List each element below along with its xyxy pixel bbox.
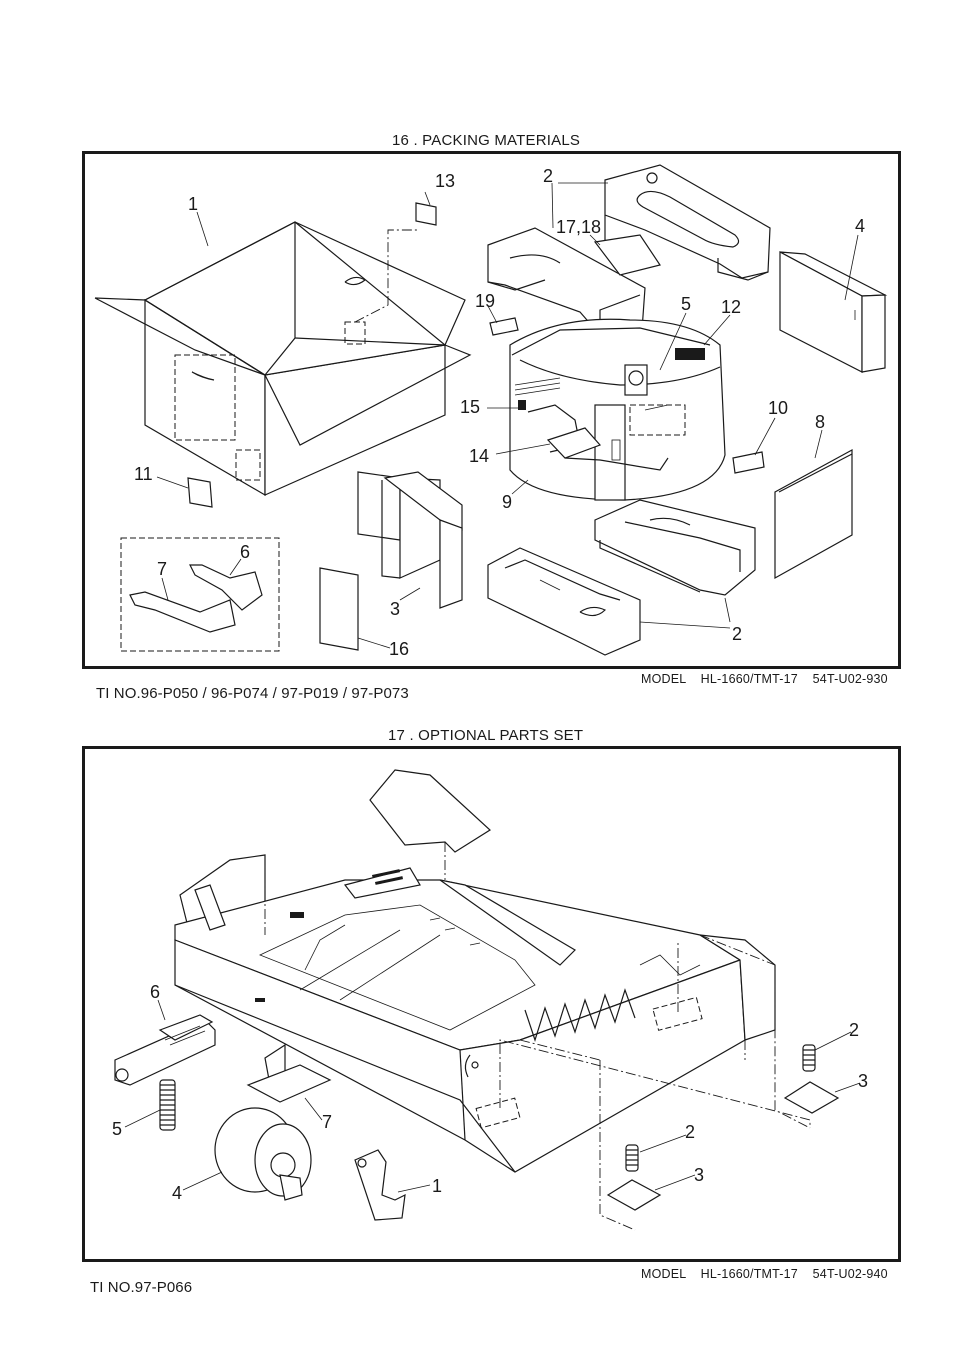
callout-16-15: 15 (460, 397, 480, 417)
callout-16-11: 11 (134, 464, 153, 484)
section-16-leader-lines (156, 182, 859, 649)
cushion-bottom-right (594, 499, 756, 596)
pad-holder-7 (246, 1043, 332, 1103)
callout-16-4: 4 (855, 216, 865, 236)
sheet-16 (319, 567, 359, 651)
pad-3-right (783, 1081, 840, 1114)
bag-sheet-17-18 (593, 234, 661, 276)
label-sheet-10 (732, 451, 765, 474)
callout-17-7: 7 (322, 1112, 332, 1132)
callout-16-16: 16 (389, 639, 409, 659)
callout-16-19: 19 (475, 291, 495, 311)
callout-16-1: 1 (188, 194, 198, 214)
bracket-1 (354, 1149, 406, 1221)
section-17-leader-lines (124, 999, 861, 1193)
pickup-roller-4 (214, 1107, 312, 1201)
callout-16-12: 12 (721, 297, 741, 317)
carton-box (94, 221, 472, 497)
callout-16-2-top: 2 (543, 166, 553, 186)
paper-tray-unit (174, 769, 811, 1231)
callout-17-5: 5 (112, 1119, 122, 1139)
section-16-model-label: MODEL HL-1660/TMT-17 54T-U02-930 (641, 672, 888, 686)
section-17-ti-number: TI NO.97-P066 (90, 1279, 193, 1296)
sleeve-box-4 (779, 250, 888, 373)
section-17-model-label: MODEL HL-1660/TMT-17 54T-U02-940 (641, 1267, 888, 1281)
divider-3 (357, 471, 463, 609)
spring-2-right (802, 1044, 816, 1072)
callout-17-3-right: 3 (858, 1071, 868, 1091)
callout-16-5: 5 (681, 294, 691, 314)
pad-3-left (606, 1179, 662, 1211)
callout-16-6: 6 (240, 542, 250, 562)
cushion-bottom-left (487, 547, 641, 656)
accessory-group (120, 537, 280, 652)
section-17-title: 17 . OPTIONAL PARTS SET (388, 727, 584, 744)
callout-16-10: 10 (768, 398, 788, 418)
callout-16-7: 7 (157, 559, 167, 579)
tray-lever-6 (114, 1014, 216, 1086)
section-17-callouts: 1 2 2 3 3 4 5 6 7 (112, 982, 868, 1203)
spring-5 (159, 1079, 176, 1131)
callout-17-6: 6 (150, 982, 160, 1002)
callout-16-3: 3 (390, 599, 400, 619)
label-sheet-13 (415, 202, 437, 226)
callout-17-3-bottom: 3 (694, 1165, 704, 1185)
printer-in-bag (509, 318, 726, 501)
spring-2-left (625, 1144, 639, 1172)
callout-16-2-bottom: 2 (732, 624, 742, 644)
callout-16-9: 9 (502, 492, 512, 512)
callout-16-17-18: 17,18 (556, 217, 601, 237)
callout-16-14: 14 (469, 446, 489, 466)
callout-17-2-right: 2 (849, 1020, 859, 1040)
section-16-ti-number: TI NO.96-P050 / 96-P074 / 97-P019 / 97-P… (96, 685, 409, 702)
callout-17-4: 4 (172, 1183, 182, 1203)
label-sheet-11 (187, 477, 213, 508)
callout-16-8: 8 (815, 412, 825, 432)
callout-17-1: 1 (432, 1176, 442, 1196)
section-16-title: 16 . PACKING MATERIALS (392, 132, 581, 149)
protective-board-8 (774, 448, 853, 580)
callout-16-13: 13 (435, 171, 455, 191)
label-sheet-19 (489, 317, 519, 336)
callout-17-2-bottom: 2 (685, 1122, 695, 1142)
section-16-callouts: 1 2 2 3 4 5 6 7 8 9 10 11 12 13 14 15 16… (134, 166, 865, 659)
